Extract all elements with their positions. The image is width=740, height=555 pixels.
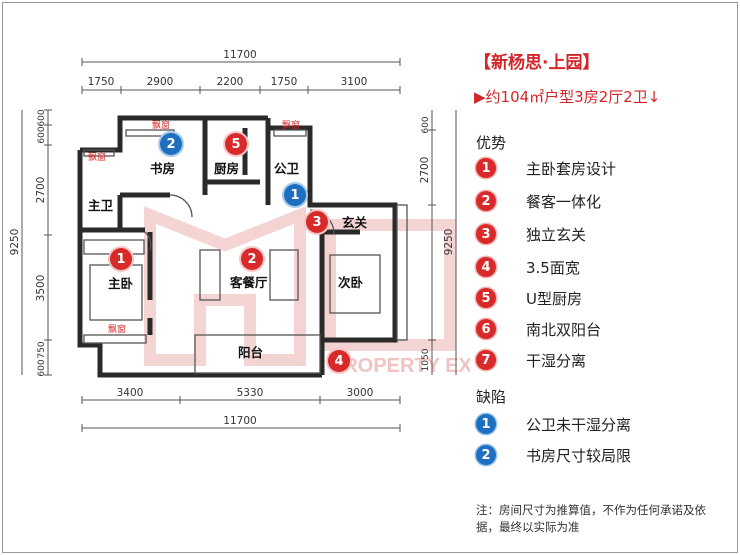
defect-label: 书房尺寸较局限 bbox=[526, 446, 632, 465]
plan-badge-balcony: 4 bbox=[328, 350, 350, 372]
advantage-label: U型厨房 bbox=[526, 289, 582, 308]
disclaimer-note: 注：房间尺寸为推算值，不作为任何承诺及依据，最终以实际为准 bbox=[476, 503, 706, 534]
dim-bottom-2: 5330 bbox=[237, 387, 264, 399]
dim-right-3: 1050 bbox=[421, 348, 431, 371]
dim-bottom-3: 3000 bbox=[347, 387, 374, 399]
advantage-label: 南北双阳台 bbox=[526, 320, 602, 339]
plan-badge-study-defect: 2 bbox=[160, 133, 182, 155]
room-entrance: 玄关 bbox=[342, 215, 368, 230]
room-public-bath: 公卫 bbox=[274, 161, 300, 176]
unit-subtitle: ▶约104㎡户型3房2厅2卫↓ bbox=[474, 88, 661, 106]
plan-badge-entrance: 3 bbox=[306, 211, 328, 233]
dimension-lines bbox=[21, 58, 457, 432]
advantage-label: 独立玄关 bbox=[526, 225, 587, 244]
dim-left-4: 3500 bbox=[35, 275, 47, 302]
plan-badge-bath-defect: 1 bbox=[284, 184, 306, 206]
advantage-item: 7 干湿分离 bbox=[476, 348, 586, 372]
study-door bbox=[169, 194, 193, 218]
dim-right-total: 9250 bbox=[443, 229, 455, 256]
room-living-dining: 客餐厅 bbox=[229, 275, 268, 290]
advantage-label: 餐客一体化 bbox=[526, 192, 602, 211]
number-badge: 3 bbox=[476, 224, 496, 244]
advantages-heading: 优势 bbox=[476, 134, 507, 152]
balcony-outline bbox=[194, 334, 321, 374]
number-badge: 7 bbox=[476, 350, 496, 370]
room-master-bath: 主卫 bbox=[88, 198, 114, 213]
project-title: 【新杨思·上园】 bbox=[474, 53, 600, 73]
room-kitchen: 厨房 bbox=[214, 161, 239, 176]
number-badge: 2 bbox=[476, 445, 496, 465]
plan-badge-living: 2 bbox=[241, 248, 263, 270]
dim-top-5: 3100 bbox=[341, 76, 368, 88]
dim-right-1: 600 bbox=[421, 116, 431, 133]
master-bed-furniture bbox=[89, 264, 143, 321]
number-badge: 2 bbox=[476, 191, 496, 211]
dim-top-2: 2900 bbox=[147, 76, 174, 88]
room-study: 书房 bbox=[150, 161, 175, 176]
master-bay-window bbox=[83, 334, 147, 344]
defect-item: 2 书房尺寸较局限 bbox=[476, 443, 631, 467]
bay-window-label-bath: 飘窗 bbox=[282, 119, 300, 131]
room-balcony: 阳台 bbox=[238, 345, 263, 360]
defects-heading: 缺陷 bbox=[476, 388, 507, 406]
dim-bottom-1: 3400 bbox=[117, 387, 144, 399]
advantage-item: 3 独立玄关 bbox=[476, 222, 586, 246]
number-badge: 6 bbox=[476, 319, 496, 339]
bath-window bbox=[273, 129, 307, 137]
advantage-label: 3.5面宽 bbox=[526, 258, 580, 277]
dining-table bbox=[269, 249, 299, 301]
room-master-bed: 主卧 bbox=[108, 276, 134, 291]
bay-window-label-mbed: 飘窗 bbox=[108, 323, 126, 335]
mbed-door bbox=[144, 231, 152, 251]
bay-window-label-study: 飘窗 bbox=[152, 119, 170, 131]
number-badge: 5 bbox=[476, 288, 496, 308]
mbath-window bbox=[83, 149, 115, 157]
dim-top-total: 11700 bbox=[223, 49, 256, 61]
walls bbox=[77, 115, 398, 378]
advantage-item: 4 3.5面宽 bbox=[476, 255, 580, 279]
dim-left-total: 9250 bbox=[9, 229, 21, 256]
side-window bbox=[396, 204, 408, 341]
advantage-item: 5 U型厨房 bbox=[476, 286, 582, 310]
advantage-label: 干湿分离 bbox=[526, 351, 587, 370]
number-badge: 4 bbox=[476, 257, 496, 277]
dim-bottom-total: 11700 bbox=[223, 415, 256, 427]
dim-left-1: 600 bbox=[37, 109, 47, 126]
number-badge: 1 bbox=[476, 414, 496, 434]
dim-top-4: 1750 bbox=[271, 76, 298, 88]
plan-badge-kitchen: 5 bbox=[225, 133, 247, 155]
advantage-item: 6 南北双阳台 bbox=[476, 317, 601, 341]
dim-left-3: 2700 bbox=[35, 177, 47, 204]
second-bed-furniture bbox=[329, 254, 381, 314]
watermark-text: PROPERTY EXCLUSIVE bbox=[330, 355, 470, 377]
plan-badge-master-bed: 1 bbox=[110, 248, 132, 270]
floor-plan: PROPERTY EXCLUSIVE 11700 1750 2900 2200 … bbox=[9, 49, 470, 432]
advantage-item: 1 主卧套房设计 bbox=[476, 156, 616, 180]
sofa bbox=[199, 249, 221, 301]
defect-item: 1 公卫未干湿分离 bbox=[476, 412, 631, 436]
defect-label: 公卫未干湿分离 bbox=[526, 415, 632, 434]
dim-top-3: 2200 bbox=[217, 76, 244, 88]
number-badge: 1 bbox=[476, 158, 496, 178]
advantage-label: 主卧套房设计 bbox=[526, 159, 617, 178]
dim-left-6: 600 bbox=[37, 359, 47, 376]
dim-left-2: 600 bbox=[37, 126, 47, 143]
dim-left-5: 750 bbox=[37, 341, 47, 358]
dim-top-1: 1750 bbox=[88, 76, 115, 88]
dim-right-2: 2700 bbox=[419, 157, 431, 184]
bay-window-label-mbath: 飘窗 bbox=[88, 151, 106, 163]
room-second-bed: 次卧 bbox=[338, 275, 364, 290]
advantage-item: 2 餐客一体化 bbox=[476, 189, 601, 213]
